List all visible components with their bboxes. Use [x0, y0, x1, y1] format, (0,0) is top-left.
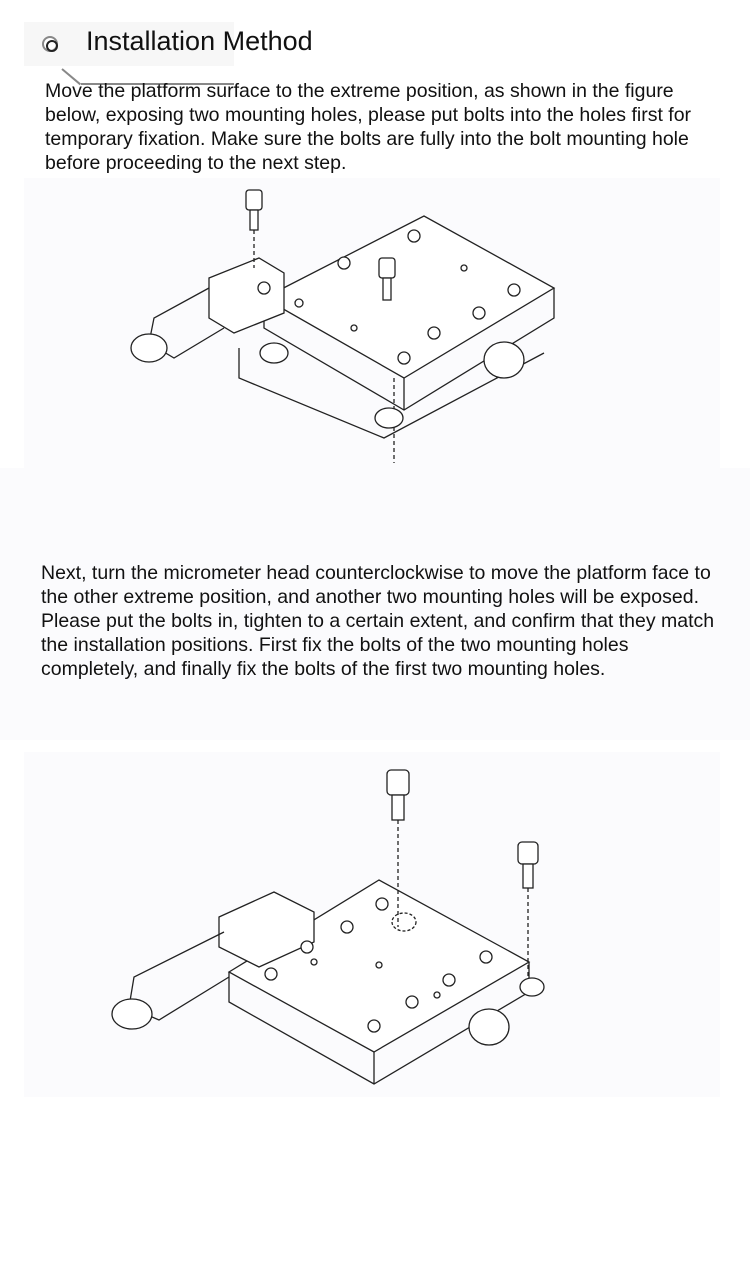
text-band	[0, 468, 750, 740]
xy-stage-diagram-1	[130, 189, 556, 463]
instruction-paragraph-2: Next, turn the micrometer head countercl…	[41, 562, 715, 680]
section-title: Installation Method	[86, 26, 313, 56]
xy-stage-diagram-2	[111, 769, 545, 1085]
instruction-paragraph-1: Move the platform surface to the extreme…	[45, 80, 692, 174]
target-bullet-icon	[42, 36, 58, 52]
header-underline	[81, 83, 234, 85]
section-header	[24, 22, 234, 86]
